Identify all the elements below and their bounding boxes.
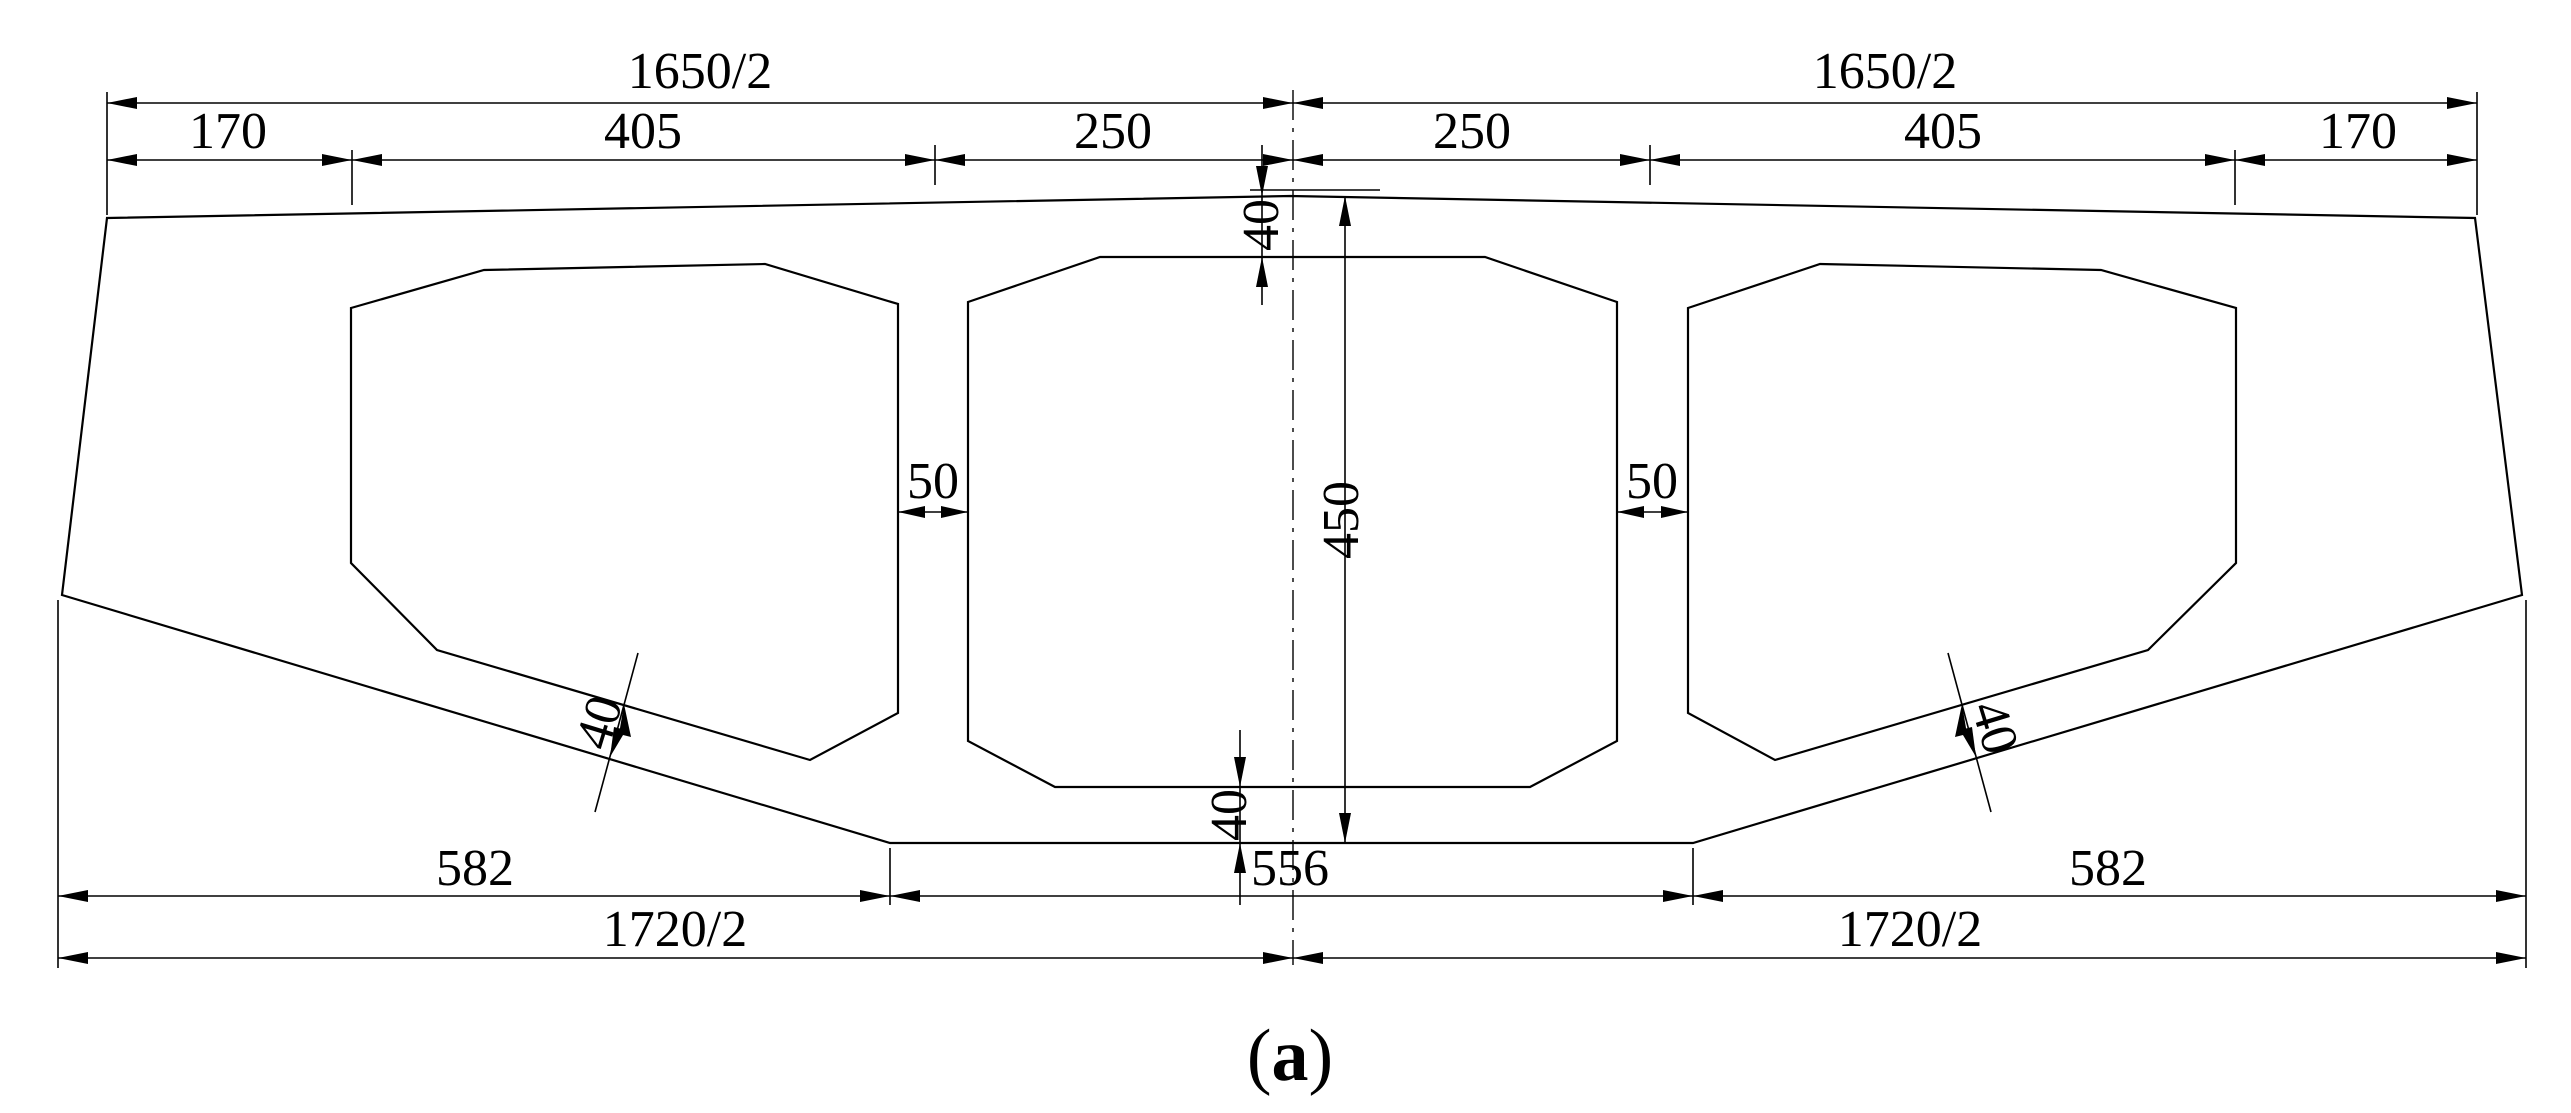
dim-bottom-segments [58,890,2526,902]
dim-top-seg-left-3: 250 [1074,103,1152,160]
dim-top-half-right: 1650/2 [1813,43,1957,100]
dim-top-half-left: 1650/2 [628,43,772,100]
dim-bottom-center-text: 556 [1251,840,1329,897]
dim-bottom-half-left-text: 1720/2 [603,901,747,958]
dim-bottom-left-text: 582 [436,840,514,897]
dim-top-seg-left-2: 405 [604,103,682,160]
dim-bottom-slab-center [1234,730,1293,905]
dim-top-overall [107,97,2477,109]
dim-web-left-text: 50 [907,453,959,510]
dim-top-seg-right-2: 405 [1904,103,1982,160]
extension-lines [57,92,2527,968]
dim-top-seg-right-1: 170 [2319,103,2397,160]
dim-top-seg-left-1: 170 [189,103,267,160]
dim-bottom-right-text: 582 [2069,840,2147,897]
dim-web-right [1617,506,1688,518]
dim-top-segments [107,154,2477,166]
dim-bottom-slab-left [594,652,639,813]
caption-open-paren: ( [1247,1015,1272,1097]
dim-height [1339,196,1351,843]
dim-web-left [898,506,968,518]
figure-caption: (a) [1247,1015,1333,1097]
dim-bottom-overall [58,952,2526,964]
dim-bottom-slab-right [1947,652,1992,813]
dim-bottom-slab-right-text: 40 [1960,694,2030,760]
left-cell-outline [349,262,900,762]
girder-outer-outline [60,194,2524,845]
dim-top-slab-thickness [1256,145,1268,305]
right-cell-outline [1686,262,2238,762]
dim-web-right-text: 50 [1626,453,1678,510]
caption-close-paren: ) [1309,1015,1334,1097]
dim-top-seg-right-3: 250 [1433,103,1511,160]
center-cell-outline [966,255,1619,789]
dim-top-slab-text: 40 [1233,199,1290,251]
dim-bottom-half-right-text: 1720/2 [1838,901,1982,958]
dim-height-text: 450 [1313,481,1370,559]
dim-bottom-slab-center-text: 40 [1201,789,1258,841]
caption-letter: a [1272,1015,1309,1097]
dim-bottom-slab-left-text: 40 [565,689,635,755]
